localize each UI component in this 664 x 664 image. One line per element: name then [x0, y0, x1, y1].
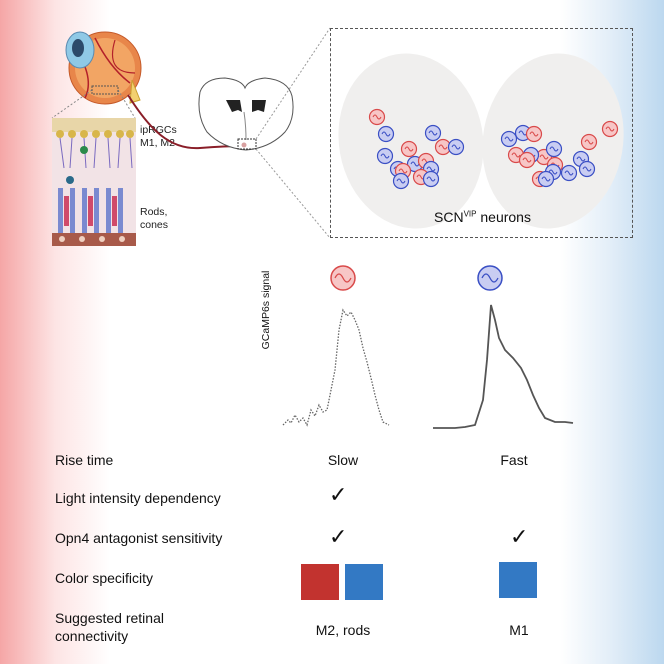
fast-neuron-dot: [578, 160, 596, 178]
fast-neuron-dot: [392, 172, 410, 190]
retina-illustration: [51, 31, 142, 246]
scn-left-hemisphere: [338, 53, 484, 229]
slow-neuron-dot: [518, 151, 536, 169]
connectivity-label-line2: connectivity: [55, 628, 129, 644]
slow-calcium-trace: [282, 308, 390, 427]
fast-neuron-dot: [422, 170, 440, 188]
fast-neuron-icon: [477, 265, 503, 291]
opn4-slow-check-icon: ✓: [329, 525, 348, 550]
scn-zoom-panel: SCNVIP neurons: [330, 28, 633, 238]
connectivity-slow-value: M2, rods: [315, 622, 371, 638]
intensity-slow-check-icon: ✓: [329, 483, 348, 508]
brain-illustration: [127, 27, 331, 239]
slow-neuron-dot: [580, 133, 598, 151]
scn-caption-main: SCN: [434, 209, 464, 225]
row-color-label: Color specificity: [55, 570, 154, 586]
neuron-type-icons-and-traces: [282, 265, 574, 429]
fast-neuron-dot: [424, 124, 442, 142]
rods-label: Rods, cones: [140, 206, 168, 232]
scn-caption-sup: VIP: [463, 209, 477, 219]
row-connectivity-label: Suggested retinal connectivity: [55, 609, 164, 645]
color-swatch-red: [301, 564, 339, 600]
retina-layers: [52, 118, 136, 246]
rods-label-line1: Rods,: [140, 206, 168, 218]
rise-fast-value: Fast: [500, 452, 528, 468]
slow-neuron-dot: [368, 108, 386, 126]
row-rise-time-label: Rise time: [55, 452, 114, 468]
color-swatch-blue-fast: [499, 562, 537, 598]
slow-neuron-dot: [601, 120, 619, 138]
opn4-fast-check-icon: ✓: [510, 525, 529, 550]
slow-neuron-icon: [330, 265, 356, 291]
brain-section: [198, 77, 294, 151]
scn-caption-rest: neurons: [476, 209, 531, 225]
fast-neuron-dot: [447, 138, 465, 156]
fast-neuron-dot: [376, 147, 394, 165]
slow-neuron-dot: [400, 140, 418, 158]
connectivity-label-line1: Suggested retinal: [55, 610, 164, 626]
row-opn4-label: Opn4 antagonist sensitivity: [55, 530, 223, 546]
scn-caption: SCNVIP neurons: [331, 209, 634, 225]
fast-neuron-dot: [377, 125, 395, 143]
iprgc-label-line1: ipRGCs: [140, 124, 177, 136]
fast-neuron-dot: [545, 140, 563, 158]
slow-neuron-dot: [525, 125, 543, 143]
fast-neuron-dot: [560, 164, 578, 182]
row-intensity-label: Light intensity dependency: [55, 490, 221, 506]
eye-icon: [65, 31, 142, 105]
fast-neuron-dot: [537, 170, 555, 188]
color-swatch-blue-slow: [345, 564, 383, 600]
rods-label-line2: cones: [140, 219, 169, 231]
scn-neurons-diagram: [338, 53, 624, 229]
rise-slow-value: Slow: [327, 452, 359, 468]
fast-neuron-dot: [500, 130, 518, 148]
fast-calcium-trace: [433, 304, 574, 429]
signal-axis-text: GCaMP6s signal: [260, 270, 272, 350]
connectivity-fast-value: M1: [509, 622, 529, 638]
signal-axis-label: GCaMP6s signal: [260, 250, 272, 370]
